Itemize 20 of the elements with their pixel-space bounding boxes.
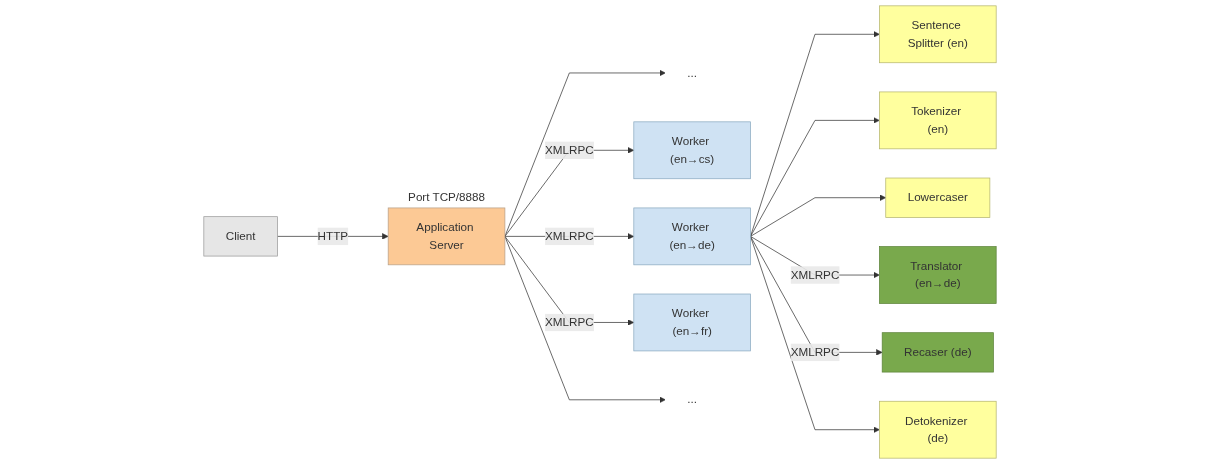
- node-box: Worker (en→fr): [633, 293, 751, 352]
- edge-label: XMLRPC: [545, 229, 594, 243]
- node-box: Lowercaser: [885, 177, 991, 218]
- node-text: ...: [687, 393, 698, 406]
- node-text: ...: [687, 66, 698, 79]
- node-box: Client: [203, 216, 278, 257]
- node-box: Worker (en→cs): [633, 121, 751, 180]
- node-box: Translator (en→de): [879, 246, 997, 304]
- edge-label: XMLRPC: [790, 268, 840, 281]
- port-label: Port TCP/8888: [408, 189, 485, 203]
- node-box: Tokenizer (en): [879, 91, 997, 150]
- edge-label: XMLRPC: [545, 315, 594, 329]
- edge-label: XMLRPC: [545, 143, 594, 157]
- edge-label: HTTP: [317, 229, 349, 243]
- node-box: Worker (en→de): [633, 207, 751, 266]
- node-box: Application Server: [387, 207, 506, 266]
- node-box: Recaser (de): [881, 332, 994, 373]
- node-box: Detokenizer (de): [879, 400, 997, 459]
- node-box: Sentence Splitter (en): [879, 5, 997, 64]
- edge-label: XMLRPC: [790, 345, 840, 359]
